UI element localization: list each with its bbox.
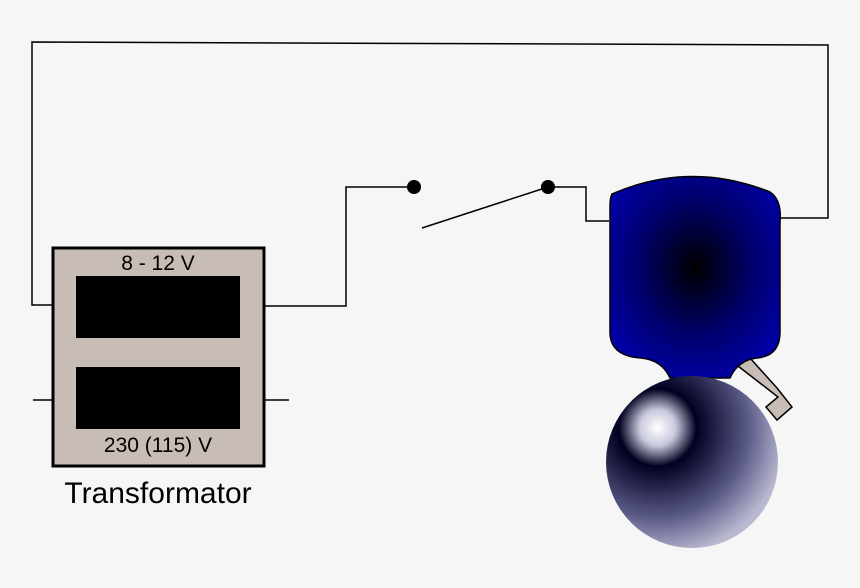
- secondary-to-switch-wire: [240, 186, 414, 307]
- secondary-voltage-label: 8 - 12 V: [121, 252, 195, 275]
- secondary-coil: [76, 276, 240, 338]
- transformer-icon: [51, 246, 266, 468]
- switch-contact-left: [407, 180, 421, 194]
- top-return-wire: [31, 41, 829, 306]
- transformer-caption: Transformator: [64, 477, 252, 510]
- hammer-arm: [736, 357, 794, 422]
- switch-to-bell-wire: [548, 186, 609, 222]
- primary-voltage-label: 230 (115) V: [103, 434, 213, 457]
- bell-dome: [606, 376, 778, 548]
- switch-icon: [407, 180, 555, 229]
- primary-coil: [76, 367, 240, 429]
- bell-housing: [609, 175, 782, 379]
- switch-lever: [421, 186, 549, 229]
- electric-bell-icon: [606, 175, 794, 548]
